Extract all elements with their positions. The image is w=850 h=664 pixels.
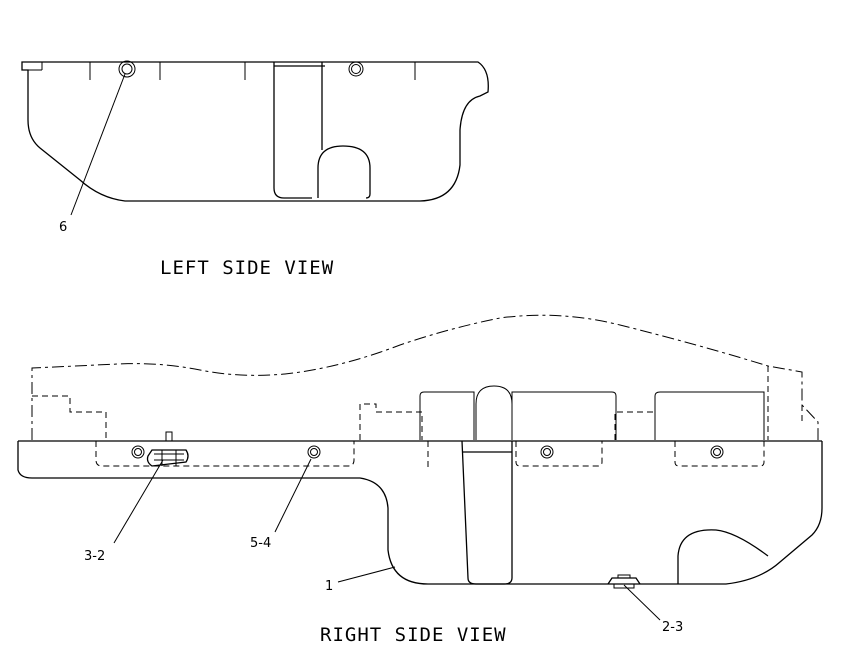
drain-plug xyxy=(607,574,641,589)
callout-6: 6 xyxy=(59,220,67,235)
left-sump-bump xyxy=(317,145,371,199)
right-bolt-4 xyxy=(710,445,724,459)
block-boss-center xyxy=(475,385,513,440)
flange-recess xyxy=(95,441,765,470)
right-pan-outline xyxy=(17,441,823,585)
left-channel xyxy=(273,62,325,199)
block-bosses xyxy=(419,391,765,440)
right-sump-bump xyxy=(677,529,769,584)
left-bolt-2 xyxy=(348,61,364,77)
dipstick-fitting xyxy=(146,431,189,467)
right-bolt-2 xyxy=(307,445,321,459)
right-side-view: 3-2 5-4 1 2-3 RIGHT SIDE VIEW xyxy=(17,314,823,646)
right-bolt-3 xyxy=(540,445,554,459)
engine-block-phantom xyxy=(31,314,819,440)
left-pan-outline xyxy=(21,61,489,202)
callout-5-4: 5-4 xyxy=(250,536,271,551)
right-bolt-1 xyxy=(131,445,145,459)
left-view-title: LEFT SIDE VIEW xyxy=(160,257,334,279)
right-view-title: RIGHT SIDE VIEW xyxy=(320,624,507,646)
left-flange-ticks xyxy=(22,62,416,80)
leader-2-3 xyxy=(623,584,661,621)
leader-6 xyxy=(70,73,126,216)
engine-block-steps xyxy=(32,366,803,440)
callout-1: 1 xyxy=(325,579,333,594)
right-channel xyxy=(461,440,513,585)
callout-2-3: 2-3 xyxy=(662,620,683,635)
left-side-view: 6 LEFT SIDE VIEW xyxy=(21,60,489,279)
leader-5-4 xyxy=(274,458,312,533)
leader-1 xyxy=(337,566,396,583)
left-bolt-1 xyxy=(118,60,136,78)
leader-3-2 xyxy=(113,459,164,544)
callout-3-2: 3-2 xyxy=(84,549,105,564)
